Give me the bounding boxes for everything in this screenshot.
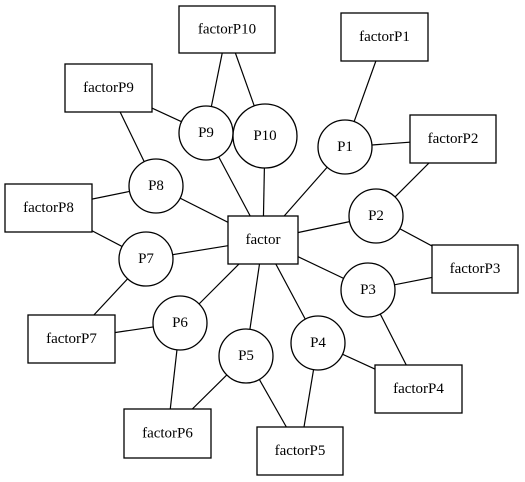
node-label: P6 xyxy=(172,315,188,331)
variable-node-P2: P2 xyxy=(348,188,404,244)
variable-node-P8: P8 xyxy=(128,158,184,214)
factor-node-factorP7: factorP7 xyxy=(27,314,116,364)
variable-node-P4: P4 xyxy=(290,315,346,371)
factor-node-factorP2: factorP2 xyxy=(409,114,497,164)
variable-node-P10: P10 xyxy=(232,103,298,169)
factor-box xyxy=(374,364,463,414)
factor-node-factorP9: factorP9 xyxy=(64,63,153,113)
factor-box xyxy=(256,426,344,476)
factor-box xyxy=(64,63,153,113)
node-label: factorP2 xyxy=(428,131,479,147)
node-label: factorP10 xyxy=(198,22,256,38)
factor-box xyxy=(27,314,116,364)
factor-box xyxy=(431,244,519,294)
factor-box xyxy=(178,5,276,54)
node-label: P5 xyxy=(238,348,254,364)
variable-node-P1: P1 xyxy=(317,119,373,175)
variable-node-P3: P3 xyxy=(340,262,396,318)
factor-node-factorP1: factorP1 xyxy=(340,12,429,62)
factor-node-factorP6: factorP6 xyxy=(123,408,212,459)
node-label: factorP8 xyxy=(23,200,74,216)
node-label: P2 xyxy=(368,208,384,224)
factor-box xyxy=(409,114,497,164)
factor-node-factorP4: factorP4 xyxy=(374,364,463,414)
node-label: P7 xyxy=(138,251,154,267)
variable-circle xyxy=(232,103,298,169)
factor-node-factorP10: factorP10 xyxy=(178,5,276,54)
node-label: factorP4 xyxy=(393,381,444,397)
node-label: P8 xyxy=(148,178,164,194)
variable-circle xyxy=(118,231,174,287)
factor-node-factorP8: factorP8 xyxy=(4,183,93,233)
variable-circle xyxy=(317,119,373,175)
node-label: P1 xyxy=(337,139,353,155)
variable-node-P7: P7 xyxy=(118,231,174,287)
node-label: P9 xyxy=(198,125,214,141)
node-label: factor xyxy=(246,232,281,248)
node-label: factorP3 xyxy=(450,261,501,277)
factor-box xyxy=(4,183,93,233)
node-label: factorP6 xyxy=(142,426,193,442)
node-label: factorP9 xyxy=(83,80,134,96)
variable-node-P6: P6 xyxy=(152,295,208,351)
factor-node-factorP5: factorP5 xyxy=(256,426,344,476)
factor-box xyxy=(123,408,212,459)
factor-node-factorP3: factorP3 xyxy=(431,244,519,294)
node-label: factorP5 xyxy=(275,443,326,459)
variable-circle xyxy=(290,315,346,371)
node-label: P4 xyxy=(310,335,326,351)
factor-box xyxy=(340,12,429,62)
variable-circle xyxy=(340,262,396,318)
node-label: P10 xyxy=(253,128,276,144)
node-label: factorP7 xyxy=(46,331,97,347)
factor-node-factor: factor xyxy=(227,215,299,265)
node-label: P3 xyxy=(360,282,376,298)
variable-circle xyxy=(348,188,404,244)
variable-circle xyxy=(128,158,184,214)
variable-circle xyxy=(218,328,274,384)
variable-node-P5: P5 xyxy=(218,328,274,384)
factor-box xyxy=(227,215,299,265)
variable-circle xyxy=(152,295,208,351)
variable-node-P9: P9 xyxy=(178,105,234,161)
node-label: factorP1 xyxy=(359,29,410,45)
